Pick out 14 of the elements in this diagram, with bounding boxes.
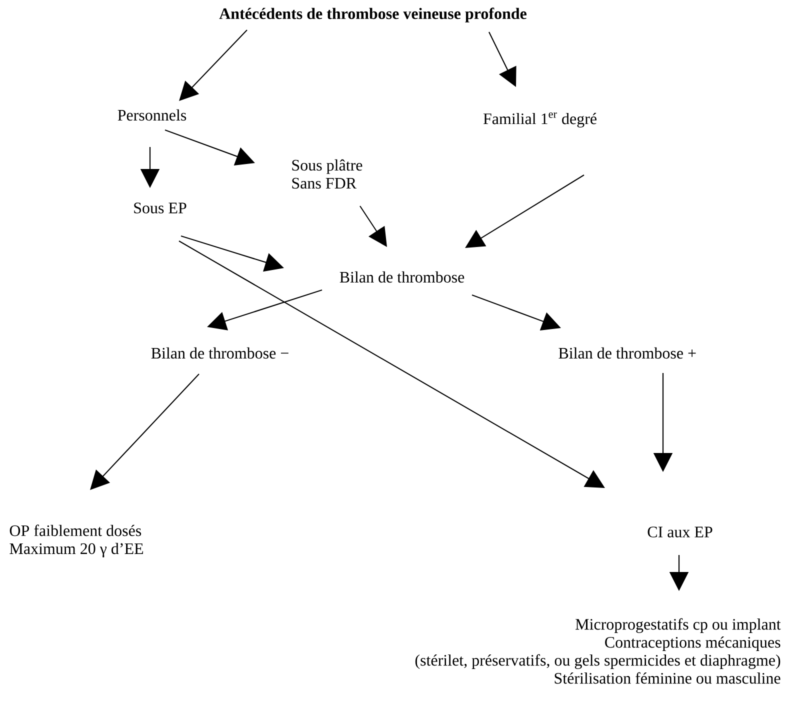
arrow (90, 374, 200, 490)
node-text: Bilan de thrombose (340, 271, 464, 283)
node-text: Familial 1$^{er}$ degré (483, 112, 596, 128)
node-text: Sous plâtre Sans FDR (292, 159, 362, 189)
heading: Antécédents de thrombose veineuse profonde (219, 8, 526, 22)
node-text: Bilan de thrombose + (558, 347, 696, 359)
arrow (360, 206, 387, 247)
node-text: CI aux EP (648, 526, 712, 538)
arrow (179, 30, 248, 101)
node-text: Sous EP (134, 202, 186, 214)
node-text: Bilan de thrombose − (151, 347, 288, 359)
node-text: Microprogestatifs cp ou implant Contraceptions mécaniques (stérilet, préservatifs, ou gels spermicides et diaphragme) Stérilisation féminine ou masculine (415, 618, 781, 684)
node-text: OP faiblement dosés Maximum 20 γ d’EE (10, 524, 144, 558)
node-text: Personnels (118, 109, 186, 121)
